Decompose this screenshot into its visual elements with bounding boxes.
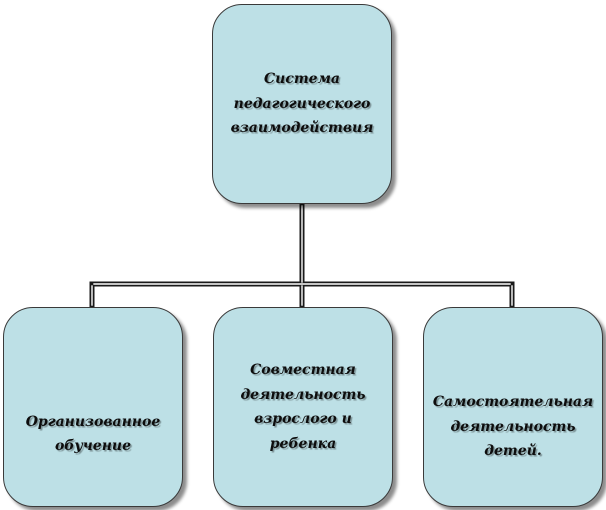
child-node-label-independent-activity: Самостоятельная деятельность детей. [432, 394, 594, 460]
child-node-organized-learning: Организованное обучение [3, 307, 183, 507]
child-node-joint-activity: Совместная деятельность взрослого и ребе… [213, 307, 393, 507]
root-node-label: Система педагогического взаимодействия [230, 71, 374, 137]
child-node-label-joint-activity: Совместная деятельность взрослого и ребе… [240, 362, 366, 452]
child-node-independent-activity: Самостоятельная деятельность детей. [423, 307, 603, 507]
child-node-label-organized-learning: Организованное обучение [25, 413, 161, 455]
root-node-pedagogical-interaction-system: Система педагогического взаимодействия [212, 4, 392, 204]
